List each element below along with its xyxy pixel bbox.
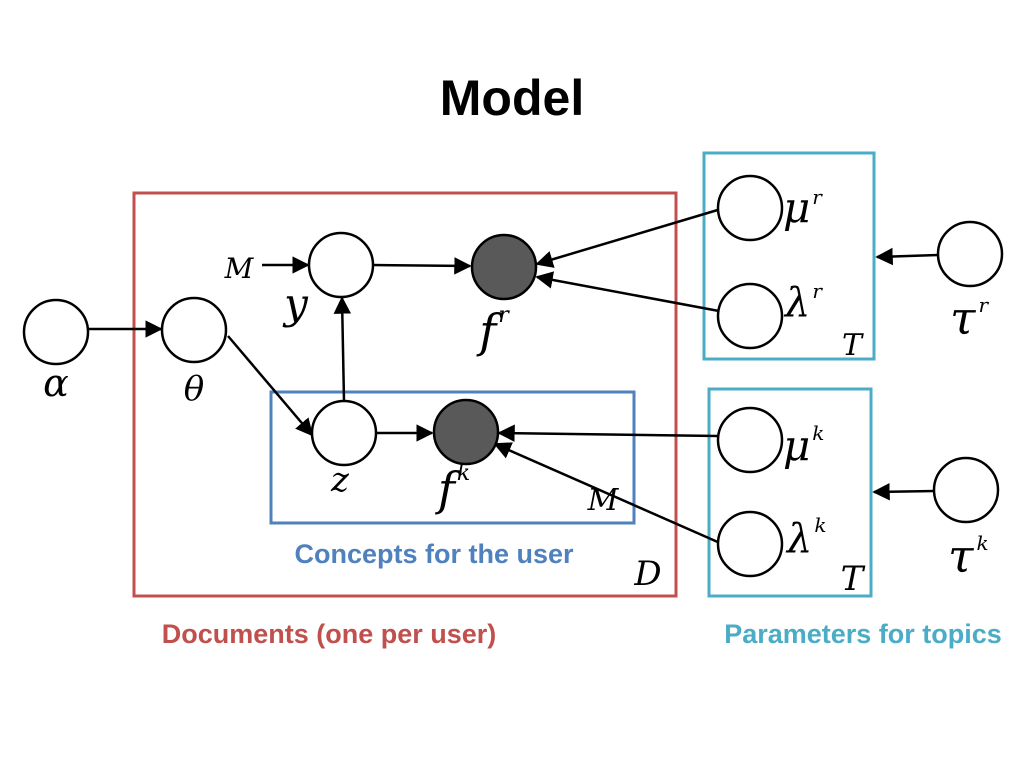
mu-k-node [716, 406, 784, 474]
y-input-m-label: M [224, 252, 255, 285]
alpha-node [22, 298, 90, 366]
page-title: Model [440, 70, 584, 126]
edge-tauk-params [872, 482, 936, 501]
edge-lambdak-fk [493, 442, 721, 545]
edge-mur-fr [535, 207, 722, 268]
alpha-label: α [43, 361, 69, 405]
lambda-k-node [716, 510, 784, 578]
edge-muk-fk [497, 424, 719, 442]
z-label: z [330, 460, 350, 500]
fr-node [470, 233, 538, 301]
edge-theta-z [227, 335, 314, 437]
documents-plate-count: D [633, 554, 661, 594]
edge-taur-params [875, 247, 939, 266]
edge-z-y [333, 296, 352, 402]
documents-caption: Documents (one per user) [162, 619, 497, 649]
y-label: y [282, 279, 309, 328]
parameters-caption: Parameters for topics [724, 619, 1002, 649]
mu-r-node [716, 174, 784, 242]
parameters-r-plate-count: T [842, 328, 864, 363]
concepts-plate-count: M [587, 483, 620, 518]
fk-label: fk [435, 461, 470, 516]
parameters-r-plate [702, 151, 876, 361]
concepts-plate [269, 390, 636, 525]
theta-node [160, 296, 228, 364]
parameters-k-plate-count: T [841, 559, 866, 599]
y-node [307, 231, 375, 299]
edge-lambdar-fr [535, 271, 720, 313]
fk-node [432, 398, 500, 466]
concepts-caption: Concepts for the user [294, 539, 574, 569]
documents-plate [132, 191, 678, 598]
theta-label: θ [184, 369, 204, 409]
tau-r-node [936, 220, 1004, 288]
z-node [310, 399, 378, 467]
fr-label: fr [476, 303, 510, 358]
parameters-k-plate [707, 387, 873, 598]
edge-y-fr [372, 257, 472, 275]
tau-k-node [932, 456, 1000, 524]
lambda-r-node [716, 282, 784, 350]
